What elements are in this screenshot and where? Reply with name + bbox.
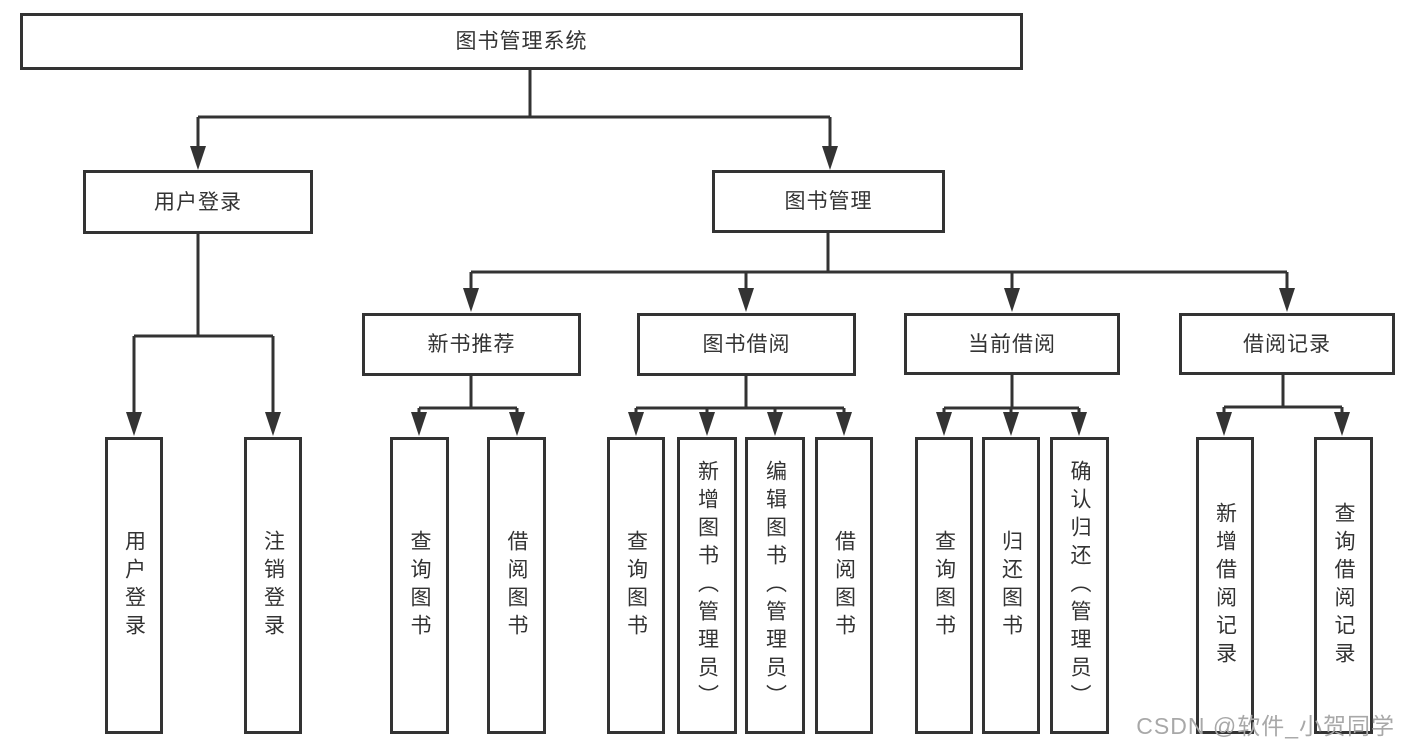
leaf-br-add-record: 新增借阅记录 [1196,437,1254,734]
leaf-bb-borrow-book: 借阅图书 [815,437,873,734]
node-book-mgmt: 图书管理 [712,170,945,233]
leaf-logout: 注销登录 [244,437,302,734]
node-current-borrow: 当前借阅 [904,313,1120,375]
node-book-borrow: 图书借阅 [637,313,856,376]
edge-book-borrow-to-leaves [628,376,852,436]
node-user-login: 用户登录 [83,170,313,234]
leaf-bb-edit-book-admin: 编辑图书（管理员） [745,437,805,734]
node-root: 图书管理系统 [20,13,1023,70]
edge-root-to-level2 [190,70,838,170]
csdn-watermark: CSDN @软件_小贺同学 [1136,713,1395,739]
leaf-bb-add-book-admin: 新增图书（管理员） [677,437,737,734]
edge-current-borrow-to-leaves [936,375,1087,436]
edge-new-book-rec-to-leaves [411,376,525,436]
leaf-cb-query-book: 查询图书 [915,437,973,734]
node-new-book-rec: 新书推荐 [362,313,581,376]
node-borrow-records: 借阅记录 [1179,313,1395,375]
edge-user-login-to-leaves [126,234,281,436]
leaf-nb-borrow-book: 借阅图书 [487,437,546,734]
leaf-cb-confirm-return-admin: 确认归还（管理员） [1050,437,1109,734]
edge-book-mgmt-to-level3 [463,233,1295,312]
leaf-cb-return-book: 归还图书 [982,437,1040,734]
edge-borrow-records-to-leaves [1216,375,1350,436]
leaf-br-query-record: 查询借阅记录 [1314,437,1373,734]
leaf-bb-query-book: 查询图书 [607,437,665,734]
leaf-nb-query-book: 查询图书 [390,437,449,734]
leaf-user-login: 用户登录 [105,437,163,734]
